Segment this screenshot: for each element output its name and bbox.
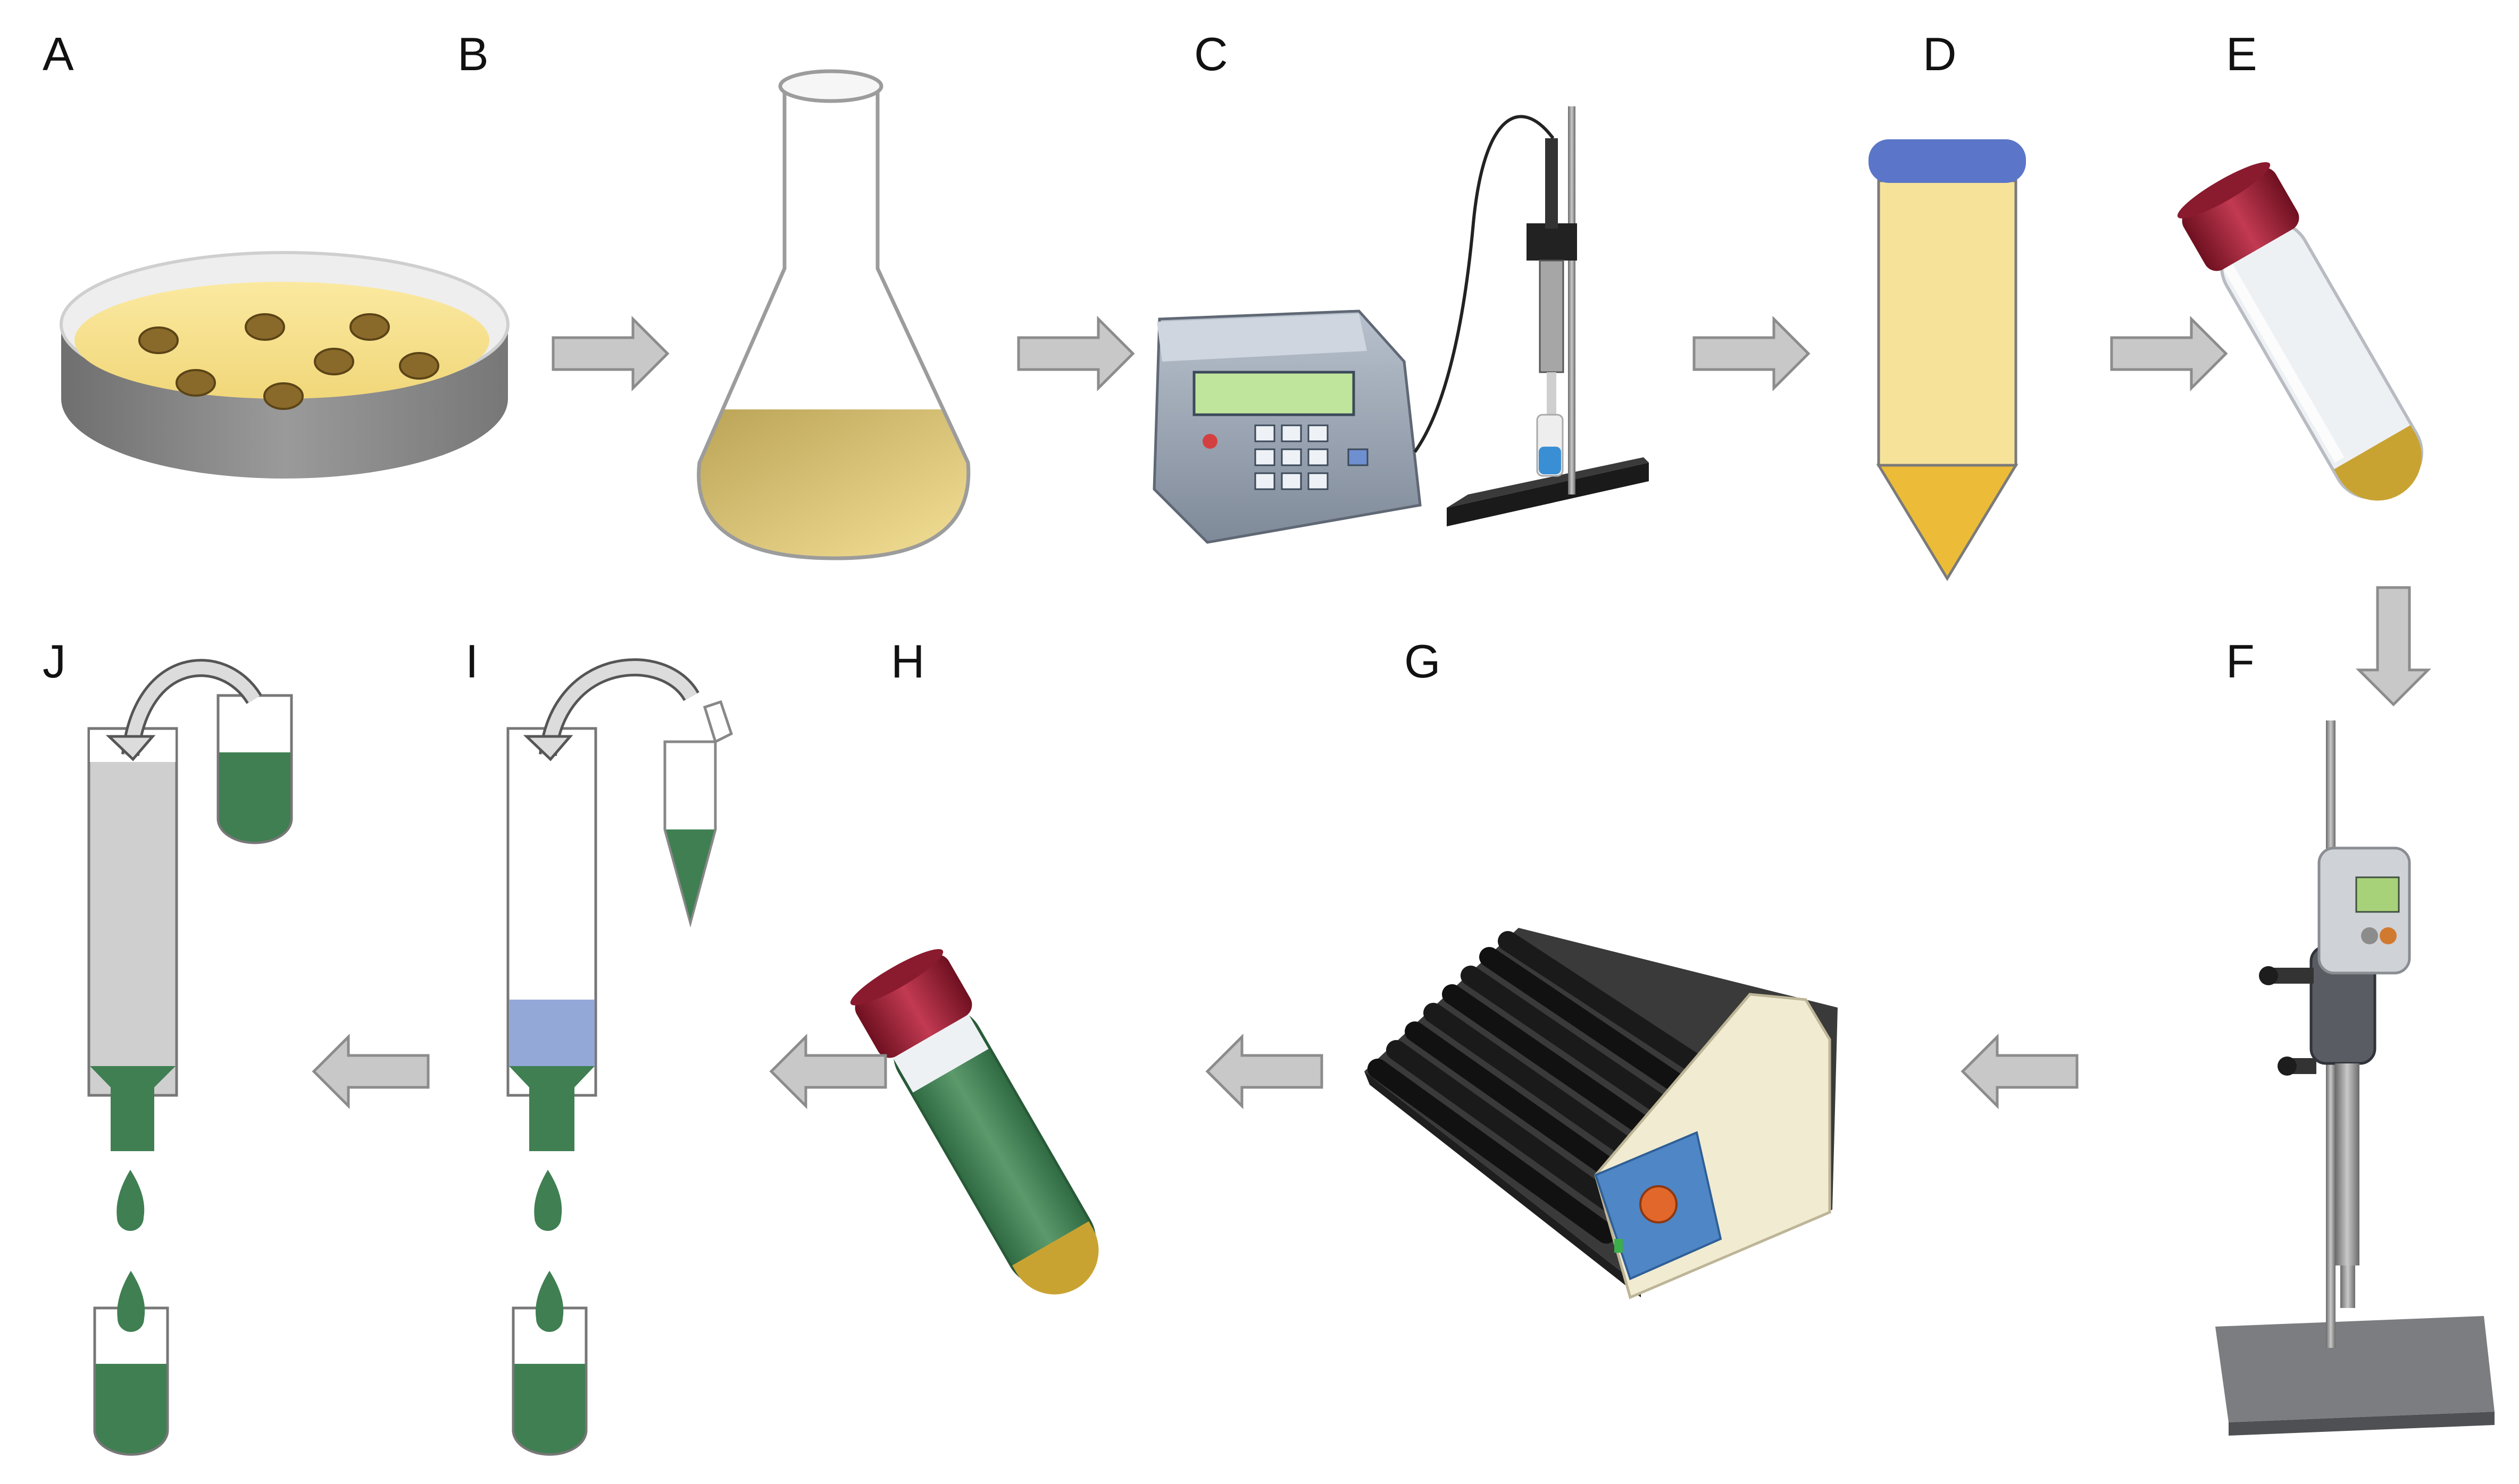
arrow-d-to-e xyxy=(2110,315,2228,392)
extract-tube-icon xyxy=(850,949,1099,1295)
step-label-g: G xyxy=(1404,635,1441,687)
bead-tube-icon xyxy=(2177,162,2423,501)
step-label-b: B xyxy=(457,28,489,80)
homogenizer-icon xyxy=(2215,720,2495,1436)
step-label-h: H xyxy=(891,635,925,687)
keypad xyxy=(1254,424,1369,490)
tube-roller-icon xyxy=(1364,928,1838,1299)
step-label-c: C xyxy=(1194,28,1228,80)
step-label-i: I xyxy=(465,635,479,687)
arrow-f-to-g xyxy=(1961,1033,2079,1110)
step-label-d: D xyxy=(1923,28,1957,80)
arrow-a-to-b xyxy=(552,315,670,392)
petri-dish-icon xyxy=(60,251,510,479)
step-label-j: J xyxy=(43,635,66,687)
step-label-a: A xyxy=(43,28,74,80)
flow-arrows xyxy=(312,315,2432,1110)
step-label-e: E xyxy=(2226,28,2257,80)
arrow-c-to-d xyxy=(1692,315,1811,392)
arrow-e-to-f xyxy=(2355,586,2432,707)
column-loading-icon xyxy=(506,658,733,1456)
step-label-f: F xyxy=(2226,635,2255,687)
conical-tube-icon xyxy=(1869,139,2026,581)
arrow-h-to-i xyxy=(769,1033,887,1110)
ultrasonic-processor-icon xyxy=(1153,106,1649,544)
arrow-b-to-c xyxy=(1017,315,1135,392)
arrow-g-to-h xyxy=(1205,1033,1323,1110)
bacterial-colonies xyxy=(138,313,439,410)
erlenmeyer-flask-icon xyxy=(697,69,971,560)
arrow-i-to-j xyxy=(312,1033,430,1110)
column-elution-icon xyxy=(87,659,293,1456)
